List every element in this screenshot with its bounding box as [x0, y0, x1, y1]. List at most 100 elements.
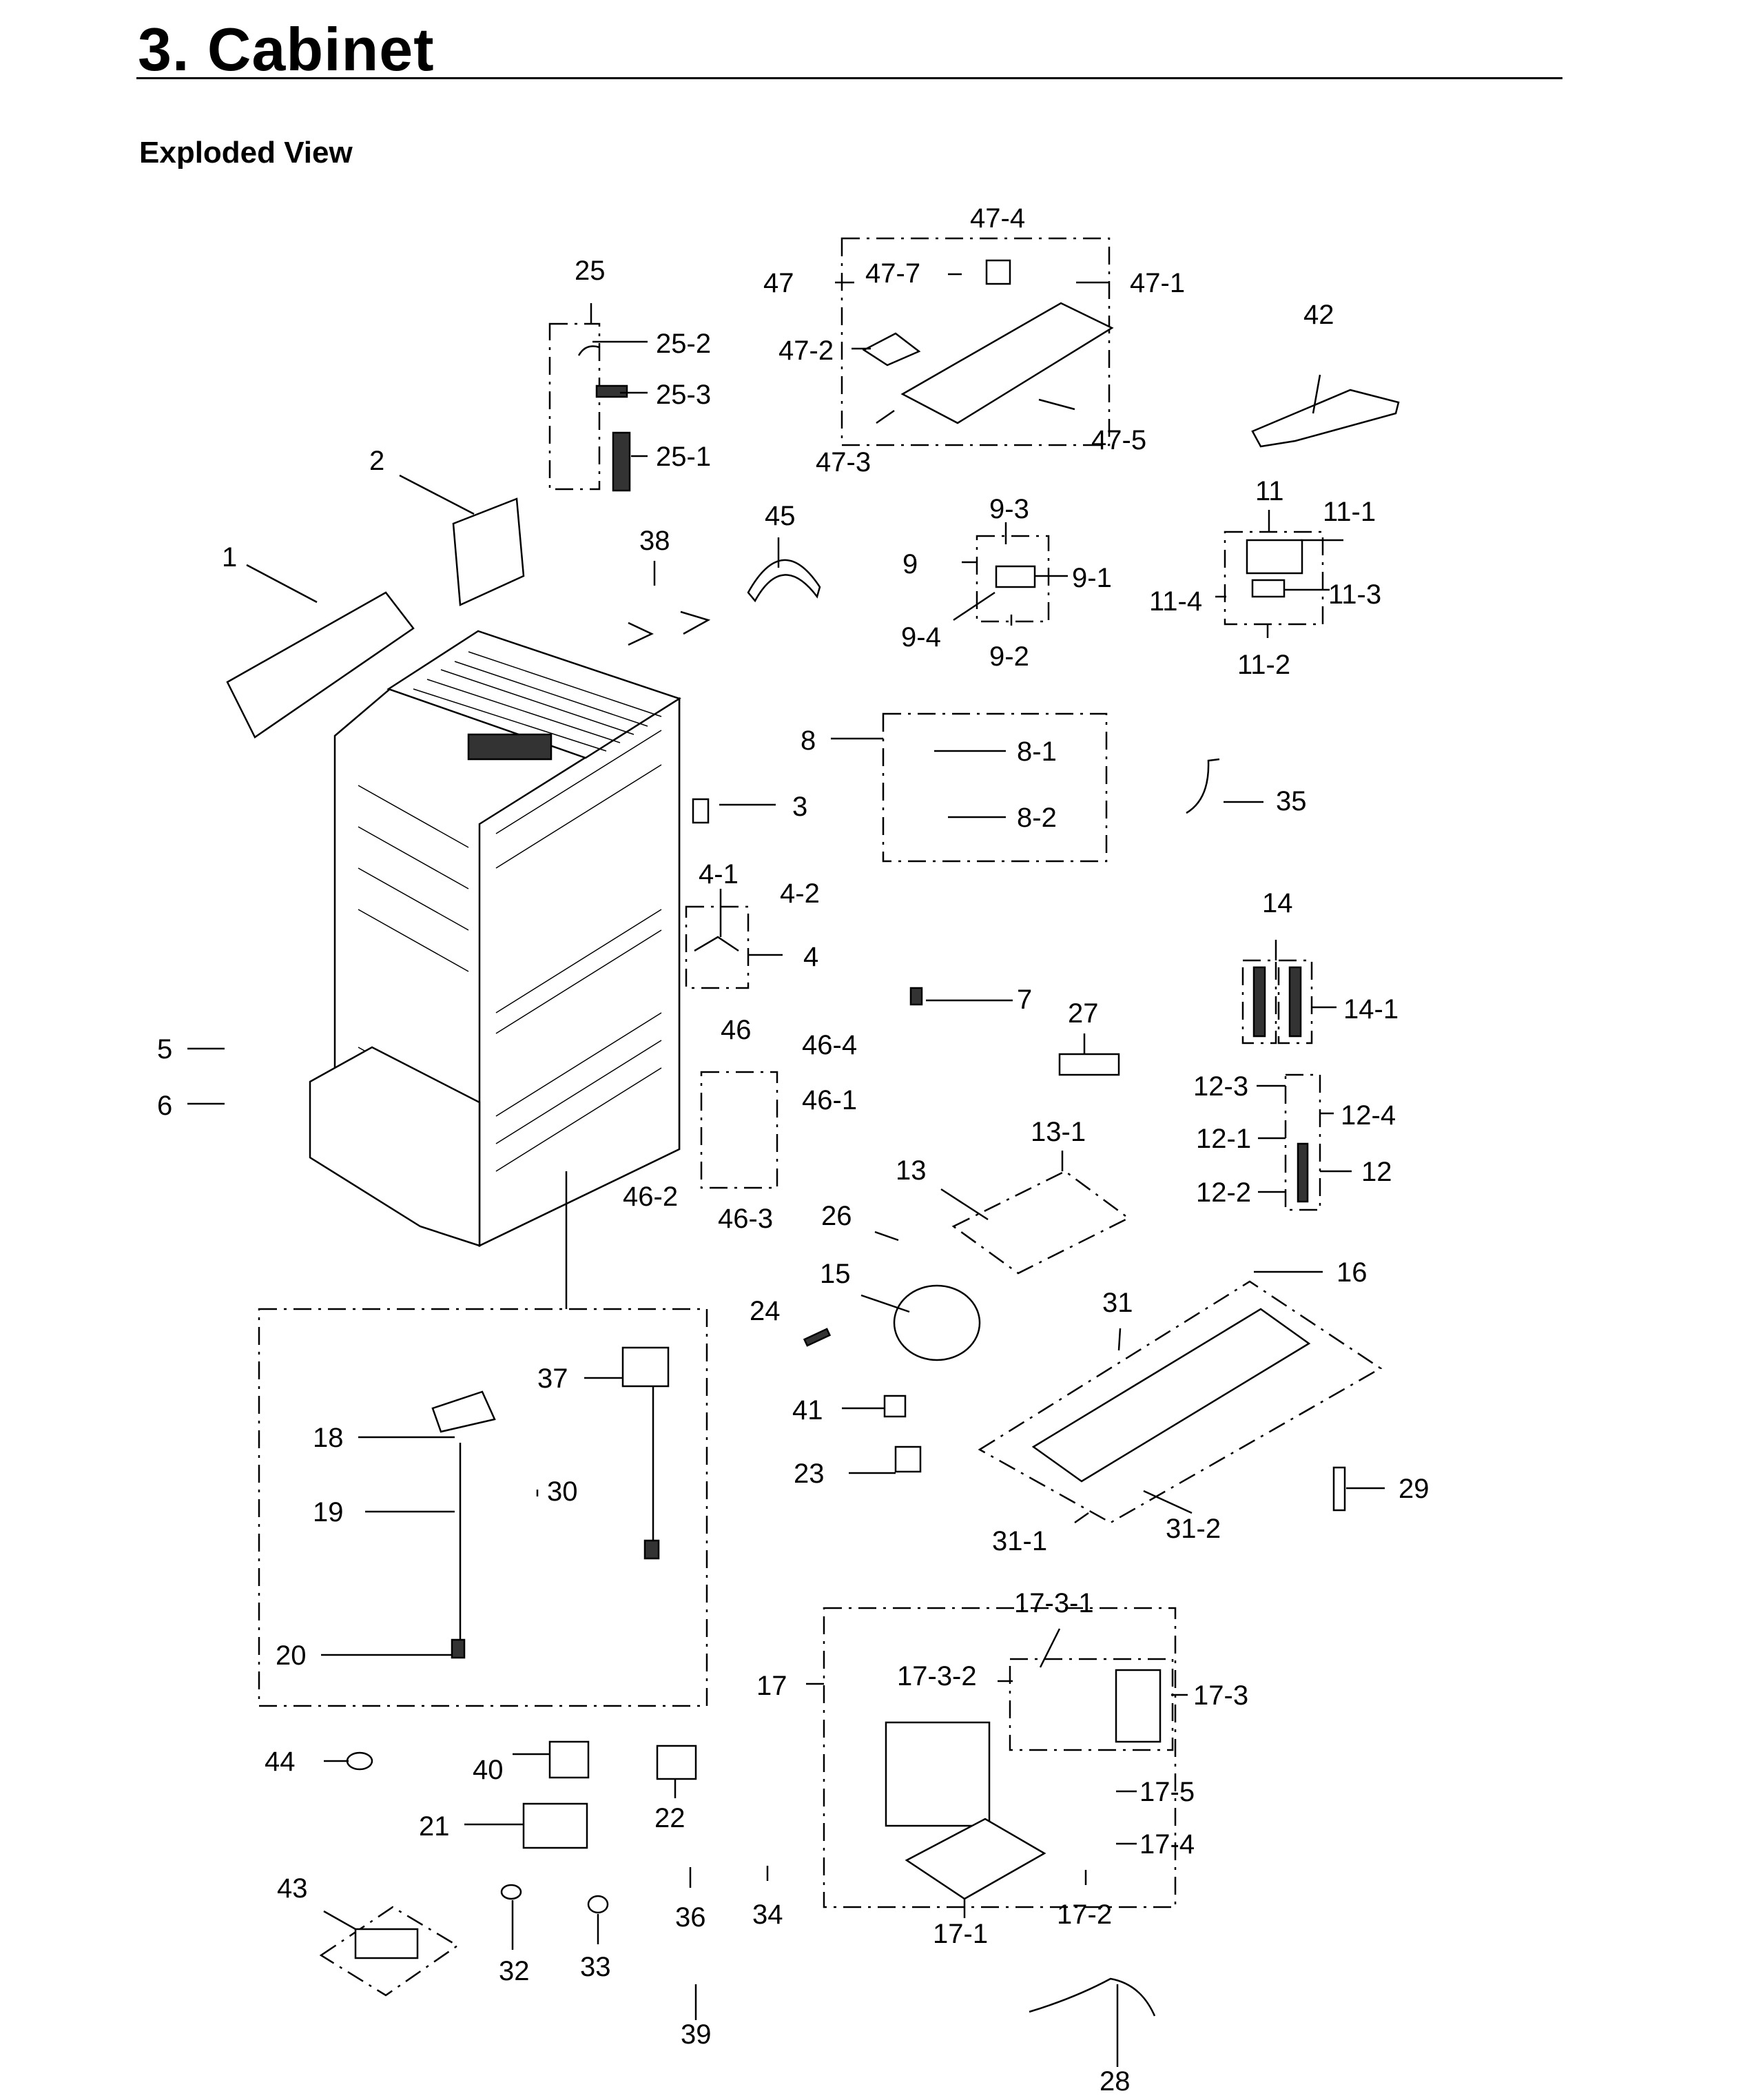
- exploded-view-subtitle: Exploded View: [139, 136, 353, 169]
- group-box-14-right: [1277, 959, 1313, 1044]
- callout-17-3: 17-3: [1193, 1680, 1248, 1711]
- callout-11: 11: [1255, 476, 1284, 506]
- part-40: [548, 1740, 590, 1779]
- part-4: [694, 936, 739, 952]
- callout-47-5: 47-5: [1091, 425, 1146, 455]
- part-22: [656, 1744, 697, 1780]
- part-25-2: [577, 345, 600, 356]
- group-box-13: [951, 1170, 1131, 1275]
- group-box-12: [1284, 1073, 1321, 1211]
- callout-9: 9: [902, 549, 918, 579]
- part-37: [621, 1346, 670, 1388]
- part-42: [1251, 389, 1400, 448]
- group-box-17-3: [1009, 1658, 1174, 1751]
- callout-9-2: 9-2: [989, 641, 1029, 672]
- group-box-9: [976, 535, 1050, 623]
- callout-47-3: 47-3: [816, 447, 871, 477]
- group-box-4: [685, 905, 750, 989]
- callout-2: 2: [369, 446, 384, 476]
- callout-11-2: 11-2: [1237, 650, 1290, 680]
- callout-29: 29: [1399, 1474, 1430, 1504]
- part-7: [909, 987, 923, 1006]
- part-15: [893, 1284, 981, 1361]
- part-24: [803, 1328, 832, 1347]
- callout-46-3: 46-3: [718, 1204, 773, 1234]
- callout-11-4: 11-4: [1149, 586, 1202, 617]
- callout-17-3-1: 17-3-1: [1014, 1588, 1094, 1618]
- section-title: 3. Cabinet: [138, 15, 435, 83]
- group-box-8: [882, 712, 1108, 863]
- part-3: [692, 798, 710, 824]
- callout-45: 45: [765, 501, 796, 531]
- group-box-14-left: [1241, 959, 1277, 1044]
- callout-9-3: 9-3: [989, 494, 1029, 524]
- callout-25-2: 25-2: [656, 329, 711, 359]
- part-11-3: [1251, 579, 1286, 598]
- group-box-lower-left: [258, 1308, 708, 1707]
- callout-11-3: 11-3: [1328, 579, 1381, 610]
- part-9-1: [995, 565, 1036, 588]
- callout-31: 31: [1102, 1288, 1133, 1318]
- part-27: [1058, 1053, 1120, 1076]
- part-47-2: [862, 332, 921, 367]
- callout-17-3-2: 17-3-2: [897, 1661, 977, 1691]
- callout-23: 23: [794, 1459, 825, 1489]
- callout-6: 6: [157, 1091, 172, 1121]
- part-14-1-b: [1288, 966, 1302, 1038]
- group-box-25: [548, 322, 601, 491]
- callout-22: 22: [654, 1803, 685, 1833]
- callout-20: 20: [276, 1640, 307, 1671]
- part-35: [1186, 758, 1220, 814]
- callout-46-1: 46-1: [802, 1085, 857, 1115]
- callout-21: 21: [419, 1811, 450, 1842]
- part-29: [1332, 1466, 1346, 1512]
- callout-33: 33: [580, 1952, 611, 1982]
- callout-8-1: 8-1: [1017, 737, 1057, 767]
- part-14-1-a: [1252, 966, 1266, 1038]
- callout-46-4: 46-4: [802, 1030, 857, 1060]
- part-20: [451, 1638, 466, 1659]
- part-45: [747, 559, 821, 603]
- callout-47: 47: [763, 268, 794, 298]
- callout-12: 12: [1361, 1157, 1392, 1187]
- callout-43: 43: [277, 1873, 308, 1904]
- part-18: [431, 1390, 496, 1433]
- callout-14: 14: [1262, 888, 1293, 918]
- callout-30: 30: [547, 1476, 578, 1507]
- callout-17-4: 17-4: [1139, 1829, 1195, 1860]
- callout-18: 18: [313, 1423, 344, 1453]
- parts: [226, 259, 1400, 2017]
- part-12-2: [1297, 1142, 1309, 1203]
- callout-17-2: 17-2: [1057, 1900, 1112, 1930]
- callout-28: 28: [1100, 2066, 1131, 2097]
- part-47: [900, 302, 1114, 424]
- group-box-17: [823, 1607, 1177, 1908]
- callout-17-1: 17-1: [933, 1919, 988, 1949]
- group-box-46: [700, 1071, 778, 1189]
- callout-47-2: 47-2: [778, 336, 834, 366]
- callout-12-4: 12-4: [1341, 1100, 1396, 1131]
- callout-46-2: 46-2: [623, 1182, 678, 1212]
- callout-15: 15: [820, 1259, 851, 1289]
- callout-labels: 47-4 47 47-7 47-1 47-2 47-3 47-5 25 25-2…: [157, 203, 1430, 2097]
- part-17-1: [905, 1818, 1046, 1900]
- callout-46: 46: [721, 1015, 752, 1045]
- callout-3: 3: [792, 792, 807, 822]
- part-47-4: [985, 259, 1011, 285]
- callout-5: 5: [157, 1034, 172, 1064]
- callout-9-1: 9-1: [1072, 563, 1112, 593]
- group-box-47: [840, 237, 1111, 446]
- callout-14-1: 14-1: [1343, 994, 1399, 1025]
- callout-13: 13: [896, 1155, 927, 1186]
- callout-31-2: 31-2: [1166, 1514, 1221, 1544]
- part-17-3: [1115, 1669, 1162, 1743]
- callout-36: 36: [675, 1902, 706, 1933]
- title-rule: [136, 77, 1562, 79]
- callout-9-4: 9-4: [901, 622, 941, 652]
- callout-12-1: 12-1: [1196, 1124, 1251, 1154]
- callout-13-1: 13-1: [1031, 1117, 1086, 1147]
- callout-12-3: 12-3: [1193, 1071, 1248, 1102]
- group-box-11: [1224, 531, 1324, 626]
- callout-25: 25: [575, 256, 606, 286]
